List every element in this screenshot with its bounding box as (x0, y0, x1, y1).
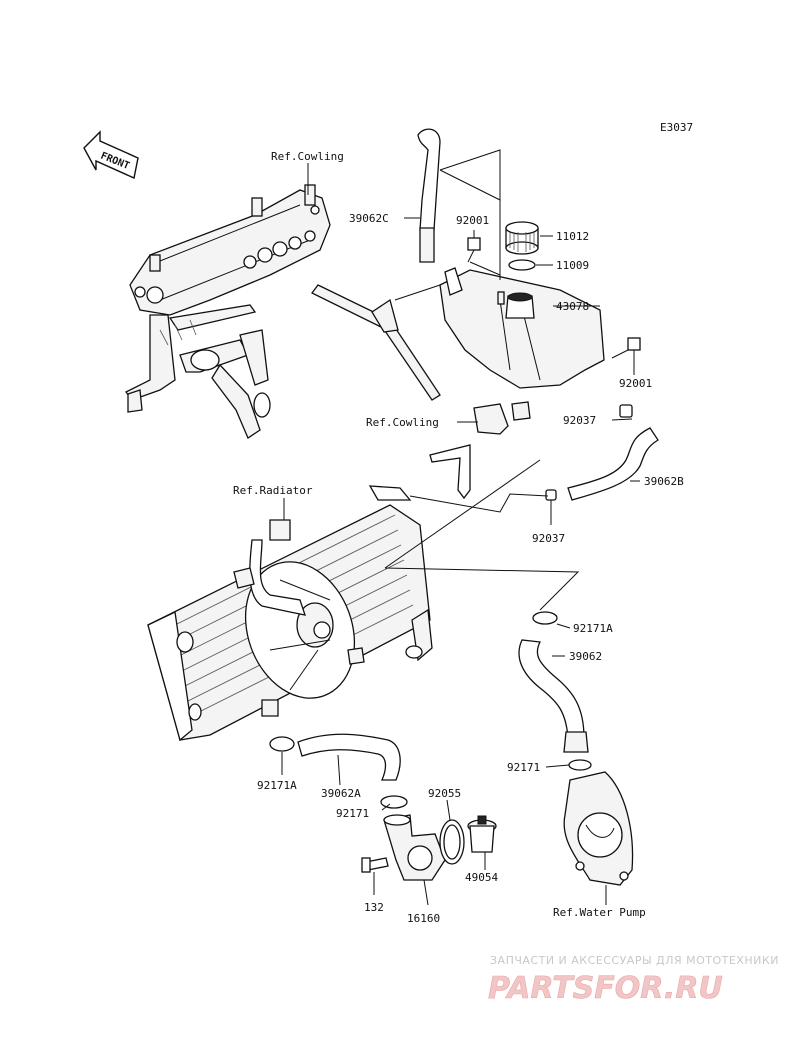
clamp-92171a-left (269, 736, 295, 752)
label-49054: 49054 (465, 871, 498, 884)
leader-filler (409, 493, 549, 513)
label-92055: 92055 (428, 787, 461, 800)
label-ref-radiator: Ref.Radiator (233, 484, 313, 497)
leader-lines (281, 149, 640, 906)
label-92001-top: 92001 (456, 214, 489, 227)
label-ref-cowling-top: Ref.Cowling (271, 150, 344, 163)
front-arrow-icon: FRONT (83, 130, 139, 179)
cap-11012 (505, 221, 539, 255)
label-92171a-right: 92171A (573, 622, 613, 635)
hose-39062b (567, 427, 659, 501)
label-11009: 11009 (556, 259, 589, 272)
cowling-bracket (429, 401, 531, 500)
clamp-92171-right (568, 759, 592, 771)
label-92001-right: 92001 (619, 377, 652, 390)
label-39062: 39062 (569, 650, 602, 663)
label-ref-water-pump: Ref.Water Pump (553, 906, 646, 919)
label-92037-right: 92037 (563, 414, 596, 427)
water-pump (563, 771, 634, 886)
watermark-logo: PARTSFOR.RU (488, 971, 723, 1006)
watermark-tagline: ЗАПЧАСТИ И АКСЕССУАРЫ ДЛЯ МОТОТЕХНИКИ (490, 954, 779, 967)
label-11012: 11012 (556, 230, 589, 243)
label-39062b: 39062B (644, 475, 684, 488)
thermostat-49054 (467, 815, 497, 853)
label-16160: 16160 (407, 912, 440, 925)
clamp-92037-right (619, 404, 633, 418)
bolt-92001-top (467, 237, 481, 263)
hose-39062a (297, 733, 401, 781)
bolt-132 (361, 857, 389, 873)
label-132: 132 (364, 901, 384, 914)
label-ref-cowling-mid: Ref.Cowling (366, 416, 439, 429)
diagram-code: E3037 (660, 121, 693, 134)
clamp-92171a-right (532, 611, 558, 625)
seal-11009 (508, 259, 536, 271)
thermostat-housing-16160 (383, 814, 446, 881)
label-39062a: 39062A (321, 787, 361, 800)
label-39062c: 39062C (349, 212, 389, 225)
bolt-92001-right (611, 337, 641, 359)
label-92037-bottom: 92037 (532, 532, 565, 545)
frame-bracket-assembly (125, 184, 441, 439)
o-ring-92055-inner (443, 824, 461, 860)
radiator-assembly (147, 485, 433, 742)
hose-39062c (417, 128, 441, 263)
label-92171-right: 92171 (507, 761, 540, 774)
label-92171a-left: 92171A (257, 779, 297, 792)
clamp-92037-bottom (545, 489, 557, 501)
label-43078: 43078 (556, 300, 589, 313)
label-92171-left: 92171 (336, 807, 369, 820)
clamp-92171-left (380, 795, 408, 809)
reservoir-tank-43078 (439, 267, 605, 389)
